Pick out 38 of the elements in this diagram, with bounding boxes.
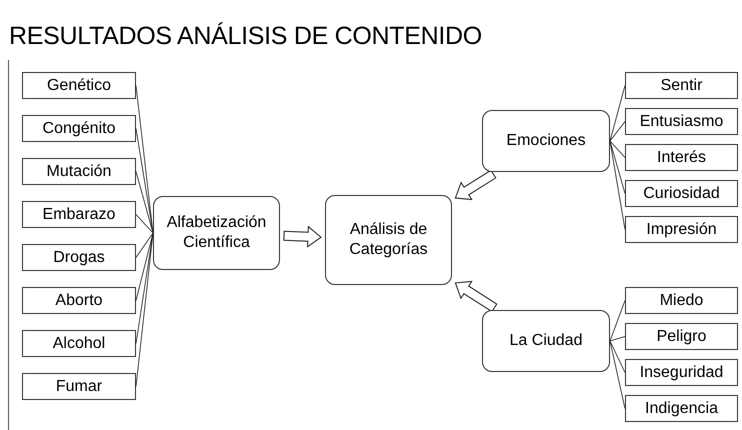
term-box: Alcohol [22, 330, 136, 357]
connector-line [610, 140, 626, 194]
connector-line [610, 336, 626, 342]
connector-line [610, 121, 626, 142]
connector-line [136, 232, 154, 258]
term-box: Genético [22, 72, 136, 99]
term-box: Entusiasmo [625, 108, 738, 135]
term-box: Miedo [625, 287, 738, 314]
term-box: Sentir [625, 72, 738, 99]
term-box: Fumar [22, 373, 136, 400]
term-box: Inseguridad [625, 359, 738, 386]
term-box: Drogas [22, 244, 136, 271]
connector-line [136, 214, 154, 234]
term-box: Mutación [22, 158, 136, 185]
term-box: Congénito [22, 115, 136, 142]
block-arrow [454, 280, 498, 312]
title: RESULTADOS ANÁLISIS DE CONTENIDO [9, 21, 482, 52]
term-box: Interés [625, 144, 738, 171]
connector-line [610, 340, 626, 409]
connector-line [136, 171, 154, 234]
category-box: Análisis de Categorías [325, 195, 452, 285]
category-box: Emociones [482, 110, 610, 172]
term-box: Indigencia [625, 395, 738, 422]
term-box: Aborto [22, 287, 136, 314]
connector-line [610, 85, 626, 142]
block-arrow [283, 226, 322, 248]
connector-line [610, 140, 626, 158]
category-box: Alfabetización Científica [153, 196, 280, 270]
term-box: Curiosidad [625, 180, 738, 207]
connector-line [610, 300, 626, 342]
term-box: Peligro [625, 323, 738, 350]
connector-line [610, 140, 626, 230]
block-arrow [454, 170, 496, 200]
term-box: Impresión [625, 216, 738, 243]
connector-line [136, 232, 154, 301]
category-box: La Ciudad [482, 310, 610, 372]
connector-line [610, 340, 626, 373]
term-box: Embarazo [22, 201, 136, 228]
